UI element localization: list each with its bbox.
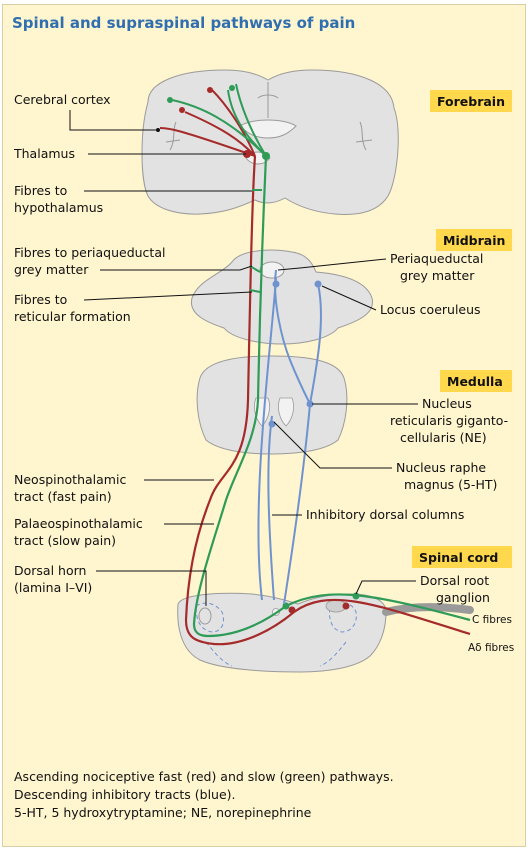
dorsal-horn-leader (96, 570, 207, 606)
spinal-cord-cross-section (177, 592, 387, 673)
pag-label-1: Periaqueductal (390, 251, 483, 266)
raphe-leader (273, 421, 392, 469)
cerebral-cortex-label: Cerebral cortex (14, 92, 111, 107)
midbrain-section (190, 249, 373, 345)
inhibitory-pathway (257, 269, 322, 605)
nrgc-label-3: cellularis (NE) (400, 430, 487, 445)
fibres-reticular-leader (83, 291, 253, 301)
fast-pain-pathway (159, 87, 471, 646)
midbrain-cross-section (190, 249, 373, 345)
palaeospinothalamic-label-1: Palaeospinothalamic (14, 516, 143, 531)
fibres-pag-label-1: Fibres to periaqueductal (14, 245, 165, 260)
figure-title: Spinal and supraspinal pathways of pain (12, 14, 355, 32)
medulla-label: Medulla (447, 374, 503, 389)
cerebral-cortex-leader (69, 110, 158, 131)
forebrain-section (141, 69, 399, 215)
locus-coeruleus-leader (321, 285, 377, 311)
brain-coronal-section (141, 69, 399, 215)
slow-pain-pathway (167, 83, 471, 638)
caption-line-3: 5-HT, 5 hydroxytryptamine; NE, norepinep… (14, 805, 312, 820)
fibres-reticular-label-2: reticular formation (14, 309, 131, 324)
pag-leader (277, 258, 387, 271)
medulla-cross-section (196, 355, 348, 455)
fibres-hypothalamus-label-1: Fibres to (14, 183, 67, 198)
forebrain-highlight (430, 90, 512, 112)
c-fibres-label: C fibres (472, 614, 512, 626)
medulla-section (196, 355, 348, 455)
caption-line-2: Descending inhibitory tracts (blue). (14, 787, 236, 802)
fibres-hypothalamus-label-2: hypothalamus (14, 200, 103, 215)
drg-label-1: Dorsal root (420, 573, 489, 588)
raphe-label-1: Nucleus raphe (396, 460, 486, 475)
fibres-pag-leader (100, 265, 253, 271)
inhibitory-dorsal-columns-label: Inhibitory dorsal columns (306, 507, 464, 522)
fibres-pag-label-2: grey matter (14, 262, 89, 277)
dorsal-horn-label-1: Dorsal horn (14, 563, 86, 578)
thalamus-label: Thalamus (13, 146, 75, 161)
palaeospinothalamic-label-2: tract (slow pain) (14, 533, 116, 548)
medulla-highlight (440, 370, 512, 392)
dorsal-horn-label-2: (lamina I–VI) (14, 580, 92, 595)
midbrain-highlight (436, 229, 512, 251)
midbrain-label: Midbrain (443, 233, 505, 248)
caption-line-1: Ascending nociceptive fast (red) and slo… (14, 769, 394, 784)
raphe-label-2: magnus (5-HT) (404, 477, 497, 492)
nrgc-label-1: Nucleus (422, 396, 472, 411)
neospinothalamic-label-2: tract (fast pain) (14, 489, 112, 504)
locus-coeruleus-label: Locus coeruleus (380, 302, 481, 317)
nrgc-label-2: reticularis giganto- (390, 413, 508, 428)
pag-label-2: grey matter (400, 268, 475, 283)
spinal-cord-label: Spinal cord (419, 550, 498, 565)
drg-label-2: ganglion (436, 590, 490, 605)
spinal-cord-highlight (412, 546, 512, 568)
drg-leader (355, 580, 416, 595)
forebrain-label: Forebrain (437, 94, 505, 109)
spinal-cord-section (177, 592, 474, 673)
fibres-reticular-label-1: Fibres to (14, 292, 67, 307)
neospinothalamic-label-1: Neospinothalamic (14, 472, 126, 487)
ad-fibres-label: Aδ fibres (468, 642, 514, 654)
